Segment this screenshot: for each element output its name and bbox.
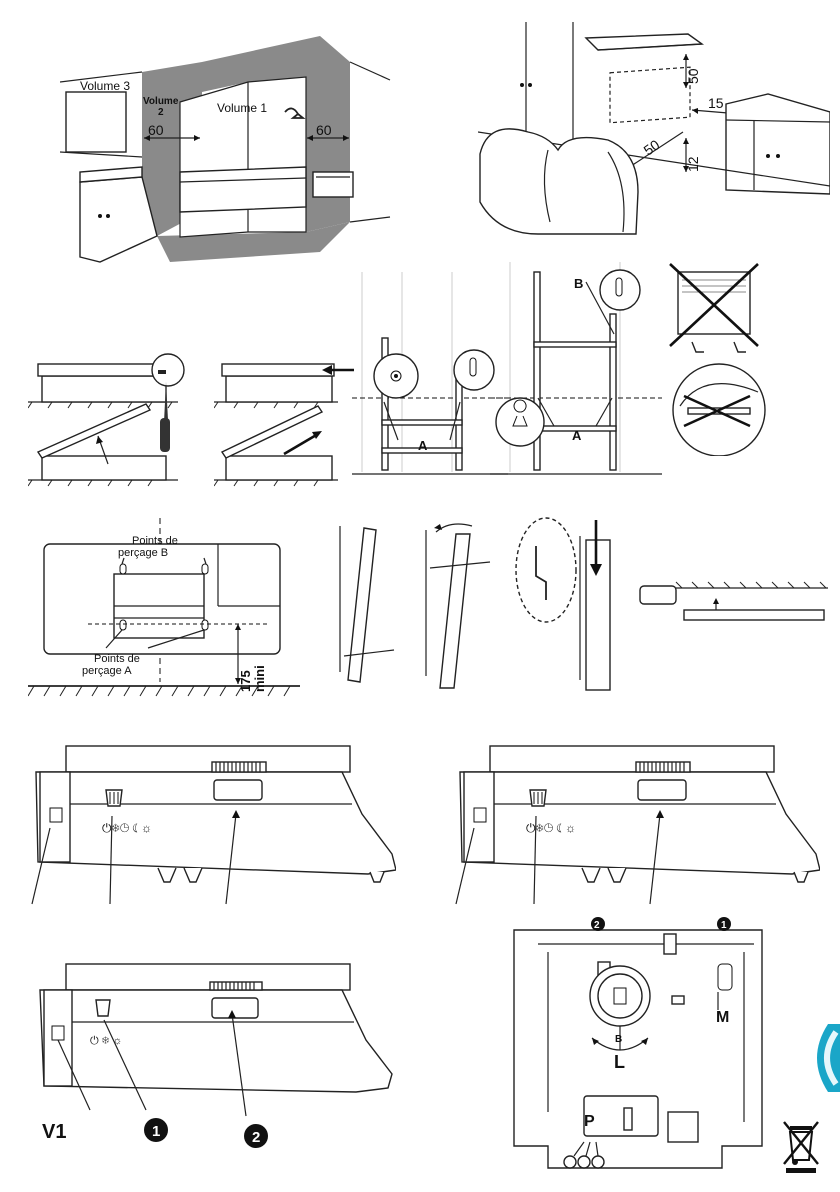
volume1-label: Volume 1 [217,101,267,115]
control-panel-v1: ⏻ ❄ ☼ V1 1 2 [36,960,396,1164]
min-height-label: 175mini [238,665,267,692]
callout-2-label: 2 [252,1129,260,1146]
bracket-points-b: B A [490,262,662,484]
bracket-label-a: A [418,438,428,453]
bracket-label-b: B [574,276,583,291]
clearance-top-label: 50 [685,68,701,84]
label-p: P [584,1113,595,1130]
v1-label: V1 [42,1121,66,1143]
bracket-removal-step2 [214,330,356,490]
prohibited-installation [664,260,774,456]
level-check [636,580,832,628]
page-tab-decoration [806,1024,840,1092]
bracket-label-a2: A [572,428,582,443]
internal-wiring: 2 1 M B L P [508,912,778,1182]
clearance-diagram: 50 15 50 12 [478,22,830,238]
dist-right-label: 60 [316,122,332,138]
bracket-points-a: A [352,252,508,484]
label-l: L [614,1052,625,1072]
callout-2-top-label: 2 [594,920,600,931]
clearance-side-label: 15 [708,95,724,111]
clearance-front-label: 50 [641,136,663,158]
mode-symbols-left: ⏻❄◷ ☾☼ [102,821,152,835]
callout-1-label: 1 [152,1123,160,1140]
hanging-sequence [330,512,630,696]
dist-left-label: 60 [148,122,164,138]
label-m: M [716,1009,729,1026]
bracket-removal-step1 [28,330,200,490]
clearance-floor-label: 12 [685,156,701,172]
volume3-label: Volume 3 [80,79,130,93]
weee-bin-icon [778,1118,824,1174]
control-panel-right: ⏻❄◷ ☾☼ [446,744,820,906]
mode-symbols-v1: ⏻ ❄ ☼ [90,1035,122,1047]
callout-1-top-label: 1 [721,920,727,931]
label-b-wiring: B [615,1034,622,1045]
volume2-zone-right [306,77,350,232]
control-panel-left: ⏻❄◷ ☾☼ [22,744,396,906]
mode-symbols-right: ⏻❄◷ ☾☼ [526,821,576,835]
